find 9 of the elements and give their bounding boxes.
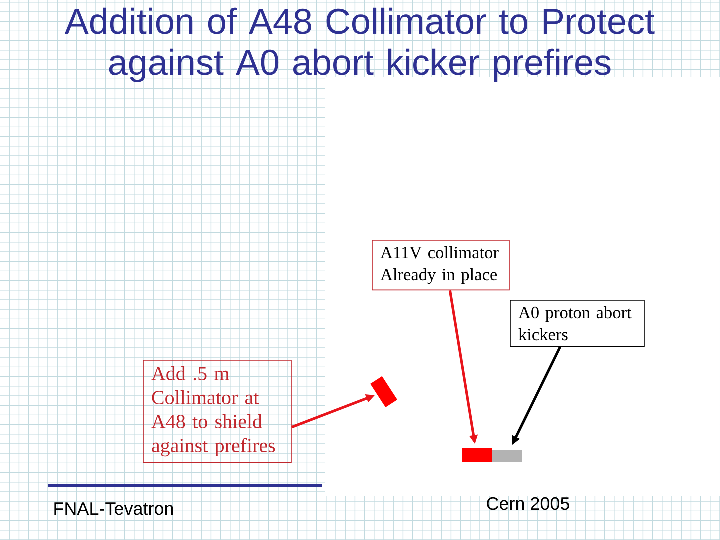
callout-box: A0 proton abort kickers: [510, 300, 645, 348]
footer-text: Cern 2005: [487, 497, 570, 510]
footer-text: FNAL-Tevatron: [54, 502, 174, 516]
callout-box: A11V collimator Already in place: [372, 240, 510, 291]
collimator-block: [370, 376, 398, 408]
kicker-block: [492, 450, 522, 462]
title: Addition of A48 Collimator to Protect against A0 abort kicker prefires: [64, 8, 655, 82]
callout-box: Add .5 m Collimator at A48 to shield against prefires: [143, 360, 292, 464]
collimator-block: [462, 448, 492, 462]
